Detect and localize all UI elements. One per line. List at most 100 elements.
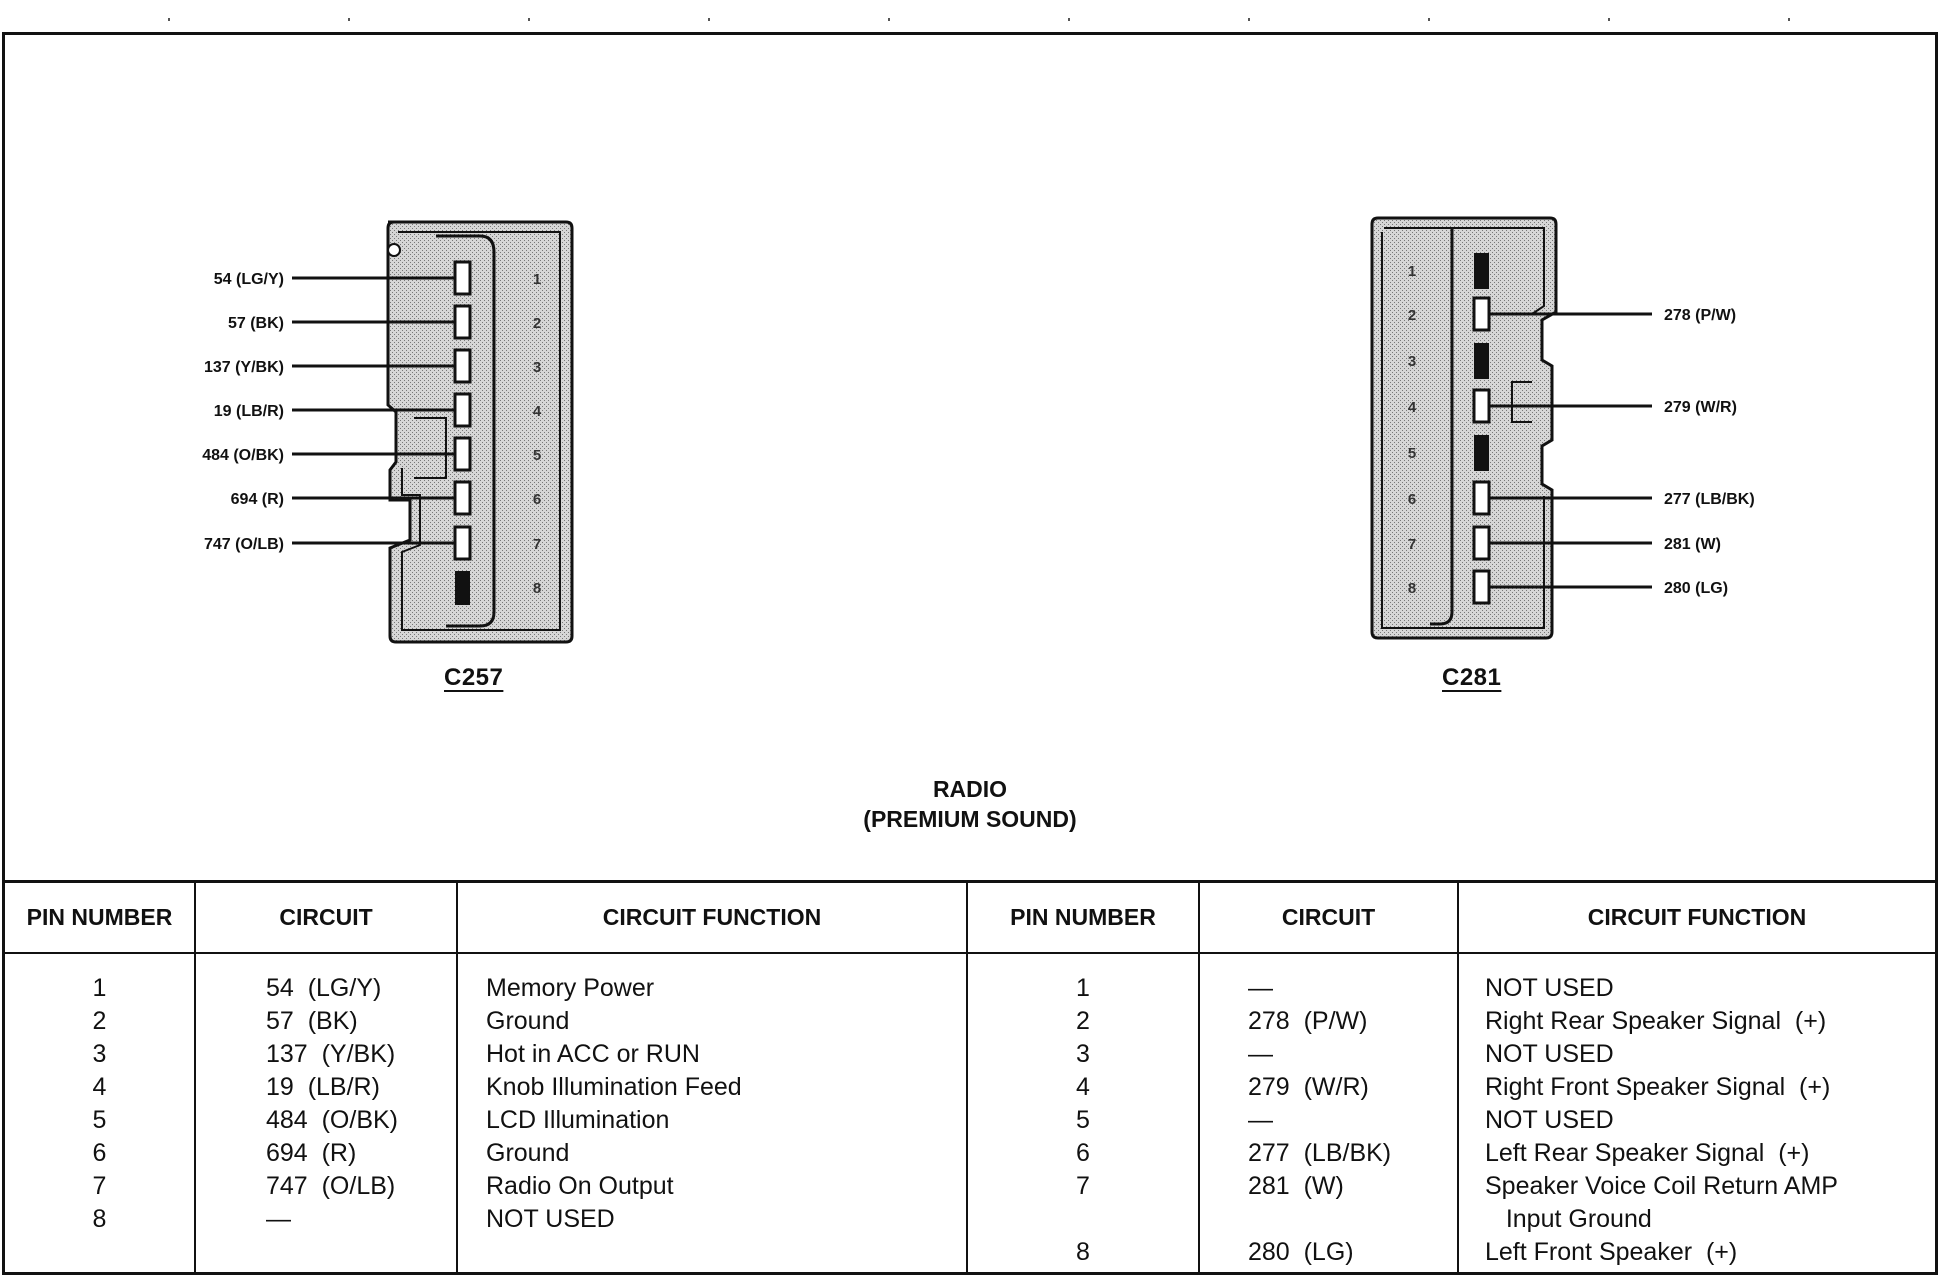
c257-wire-label-2: 57 (BK) xyxy=(228,315,284,332)
right-row-circuit-2: 278 (P/W) xyxy=(1248,1007,1368,1035)
header-circuit-right: CIRCUIT xyxy=(1199,880,1459,954)
c257-wire-label-5: 484 (O/BK) xyxy=(202,447,284,464)
left-row-pin-5: 5 xyxy=(92,1106,107,1134)
right-row-pin-5: 5 xyxy=(1076,1106,1090,1134)
right-row-pin-6: 6 xyxy=(1076,1139,1090,1167)
connector-diagram: 54 (LG/Y) 1 57 (BK) 2 137 (Y/BK) 3 19 (LB/R) 4 4… xyxy=(202,216,1755,644)
left-row-pin-2: 2 xyxy=(92,1007,107,1035)
c257-pin-number-1: 1 xyxy=(533,271,541,288)
left-row-circuit-1: 54 (LG/Y) xyxy=(266,974,382,1002)
right-row-function-5: NOT USED xyxy=(1485,1106,1614,1134)
right-row-circuit-7: 281 (W) xyxy=(1248,1172,1344,1200)
left-row-pin-4: 4 xyxy=(92,1073,107,1101)
c257-pin-number-8: 8 xyxy=(533,580,541,597)
c281-pin-number-2: 2 xyxy=(1408,307,1416,324)
c257-pins: 54 (LG/Y) 1 57 (BK) 2 137 (Y/BK) 3 19 (LB/R) 4 4… xyxy=(202,260,542,605)
left-row-pin-7: 7 xyxy=(92,1172,107,1200)
c257-pin-8: 8 xyxy=(455,571,541,605)
right-row-circuit-6: 277 (LB/BK) xyxy=(1248,1139,1392,1167)
left-row-function-6: Ground xyxy=(486,1139,570,1167)
right-row-function-3: NOT USED xyxy=(1485,1040,1614,1068)
left-row-circuit-3: 137 (Y/BK) xyxy=(266,1040,396,1068)
left-row-circuit-4: 19 (LB/R) xyxy=(266,1073,380,1101)
c257-pin-1: 54 (LG/Y) 1 xyxy=(214,260,541,296)
c281-pin-4: 279 (W/R) 4 xyxy=(1408,388,1737,424)
right-row-circuit-4: 279 (W/R) xyxy=(1248,1073,1369,1101)
header-circuit-left: CIRCUIT xyxy=(195,880,458,954)
left-row-function-3: Hot in ACC or RUN xyxy=(486,1040,700,1068)
c257-pin-7: 747 (O/LB) 7 xyxy=(204,525,541,561)
c281-pin-7: 281 (W)7 xyxy=(1408,525,1721,561)
right-row-function-6: Left Rear Speaker Signal (+) xyxy=(1485,1139,1810,1167)
left-row-circuit-5: 484 (O/BK) xyxy=(266,1106,398,1134)
c281-pin-number-1: 1 xyxy=(1408,263,1416,280)
c257-pin-5: 484 (O/BK)5 xyxy=(202,436,541,472)
c281-pin-number-4: 4 xyxy=(1408,399,1417,416)
left-row-pin-3: 3 xyxy=(92,1040,107,1068)
right-row-pin-7: 7 xyxy=(1076,1172,1090,1200)
c281-pin-1: 1 xyxy=(1408,253,1489,289)
left-row-circuit-2: 57 (BK) xyxy=(266,1007,358,1035)
pin-function-table: PIN NUMBER CIRCUIT CIRCUIT FUNCTION PIN … xyxy=(5,880,1935,1272)
component-title: RADIO (PREMIUM SOUND) xyxy=(770,774,1170,834)
c281-pin-number-5: 5 xyxy=(1408,445,1416,462)
left-row-circuit-7: 747 (O/LB) xyxy=(266,1172,396,1200)
component-title-line2: (PREMIUM SOUND) xyxy=(863,806,1077,832)
c281-pin-number-7: 7 xyxy=(1408,536,1416,553)
right-row-circuit-1: — xyxy=(1248,974,1273,1002)
c257-pin-number-2: 2 xyxy=(533,315,541,332)
c257-wire-label-7: 747 (O/LB) xyxy=(204,536,284,553)
right-row-function-4: Right Front Speaker Signal (+) xyxy=(1485,1073,1831,1101)
header-pin-number-left: PIN NUMBER xyxy=(5,880,196,954)
c257-wire-label-3: 137 (Y/BK) xyxy=(204,359,284,376)
c281-pin-2: 278 (P/W) 2 xyxy=(1408,296,1736,332)
c257-wire-label-1: 54 (LG/Y) xyxy=(214,271,284,288)
left-circuit-column: 54 (LG/Y) 57 (BK) 137 (Y/BK) 19 (LB/R) 484 (… xyxy=(195,953,458,1272)
c257-pin-number-3: 3 xyxy=(533,359,541,376)
right-row-pin-3: 3 xyxy=(1076,1040,1090,1068)
c281-pin-number-8: 8 xyxy=(1408,580,1416,597)
right-row-circuit-9: 280 (LG) xyxy=(1248,1238,1354,1266)
c257-pin-number-7: 7 xyxy=(533,536,541,553)
c257-connector-body xyxy=(386,220,574,644)
table-header-row: PIN NUMBER CIRCUIT CIRCUIT FUNCTION PIN … xyxy=(5,880,1935,954)
c281-pin-6: 277 (LB/BK)6 xyxy=(1408,480,1755,516)
c257-pin-4: 19 (LB/R) 4 xyxy=(214,392,542,428)
diagram-frame xyxy=(2,32,1938,1275)
left-row-function-2: Ground xyxy=(486,1007,570,1035)
right-circuit-column: — 278 (P/W) — 279 (W/R) — 277 (LB/BK) 281 (W) 2… xyxy=(1199,953,1459,1272)
header-circuit-function-right: CIRCUIT FUNCTION xyxy=(1458,880,1935,954)
right-row-circuit-3: — xyxy=(1248,1040,1273,1068)
connector-c257-title: C257 xyxy=(444,664,504,691)
right-row-function-1: NOT USED xyxy=(1485,974,1614,1002)
header-circuit-function-left: CIRCUIT FUNCTION xyxy=(457,880,968,954)
c257-pin-2: 57 (BK) 2 xyxy=(228,304,541,340)
right-row-function-7: Speaker Voice Coil Return AMP xyxy=(1485,1172,1838,1200)
c257-pin-number-4: 4 xyxy=(533,403,542,420)
c257-pin-6: 694 (R)6 xyxy=(231,480,541,516)
c257-pin-3: 137 (Y/BK) 3 xyxy=(204,348,541,384)
c281-wire-label-4: 279 (W/R) xyxy=(1664,399,1737,416)
right-row-circuit-5: — xyxy=(1248,1106,1273,1134)
table-body-row: 1 2 3 4 5 6 7 8 54 (LG/Y) 57 (BK) 137 (Y/BK) 19 (L… xyxy=(5,953,1935,1272)
right-row-pin-1: 1 xyxy=(1076,974,1090,1002)
c257-wire-label-4: 19 (LB/R) xyxy=(214,403,284,420)
left-row-pin-6: 6 xyxy=(92,1139,107,1167)
top-tick-marks xyxy=(168,18,1790,21)
left-row-pin-1: 1 xyxy=(92,974,107,1002)
c281-pin-5: 5 xyxy=(1408,435,1489,471)
c257-wire-label-6: 694 (R) xyxy=(231,491,284,508)
c281-wire-label-2: 278 (P/W) xyxy=(1664,307,1736,324)
left-row-function-8: NOT USED xyxy=(486,1205,615,1233)
right-row-pin-9: 8 xyxy=(1076,1238,1090,1266)
right-row-pin-4: 4 xyxy=(1076,1073,1090,1101)
left-row-function-7: Radio On Output xyxy=(486,1172,674,1200)
left-row-circuit-8: — xyxy=(266,1205,291,1233)
right-row-circuit-8 xyxy=(1248,1203,1456,1236)
component-title-line1: RADIO xyxy=(932,776,1008,802)
right-row-function-9: Left Front Speaker (+) xyxy=(1485,1238,1738,1266)
